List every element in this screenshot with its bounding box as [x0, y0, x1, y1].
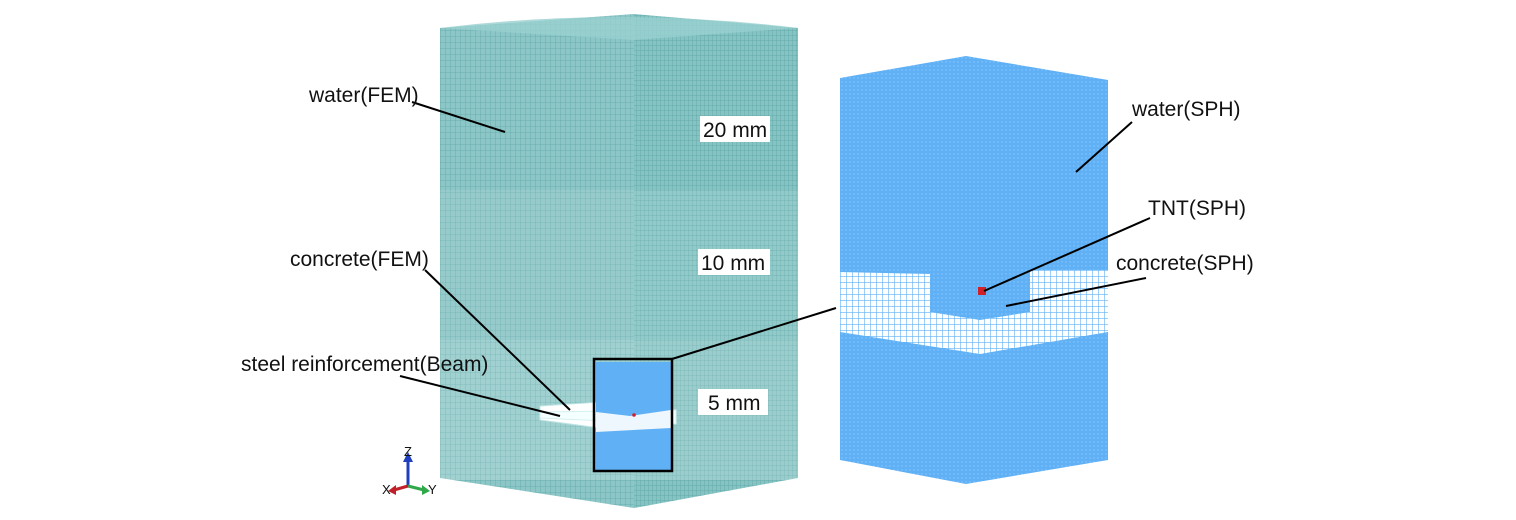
leader-tnt-sph	[983, 217, 1151, 292]
leader-steel-beam	[399, 375, 561, 417]
leader-water-fem	[411, 101, 506, 133]
axis-triad: Z X Y	[382, 444, 437, 497]
axis-z-arrow	[403, 452, 413, 462]
zoom-connector	[671, 307, 837, 360]
label-steel-beam: steel reinforcement(Beam)	[241, 353, 488, 376]
sph-concrete-layer	[840, 270, 1108, 354]
label-tnt-sph: TNT(SPH)	[1148, 197, 1246, 220]
size-box-bottom	[698, 389, 768, 415]
fem-tnt-marker	[632, 413, 636, 417]
fem-sph-inset-concrete	[596, 410, 671, 432]
leader-concrete-fem	[424, 269, 571, 411]
label-water-sph: water(SPH)	[1131, 98, 1241, 121]
axis-y-arrow	[422, 485, 430, 495]
mesh-size-bottom: 5 mm	[708, 392, 761, 415]
sph-water-body	[840, 56, 1108, 484]
mesh-size-top: 20 mm	[703, 119, 767, 142]
label-concrete-sph: concrete(SPH)	[1116, 252, 1254, 275]
axis-x-label: X	[382, 482, 391, 497]
leader-concrete-sph	[1005, 277, 1147, 307]
fem-water-left-face	[440, 14, 634, 508]
axis-x-line	[393, 484, 409, 492]
leader-water-sph	[1075, 121, 1133, 173]
axis-y-label: Y	[428, 482, 437, 497]
sph-model	[840, 56, 1108, 484]
axis-x-arrow	[388, 485, 396, 495]
size-box-top	[700, 116, 770, 142]
label-water-fem: water(FEM)	[308, 84, 419, 107]
axis-y-line	[407, 484, 425, 492]
size-box-middle	[698, 249, 770, 275]
sph-tnt-charge	[978, 287, 986, 295]
fem-water-top	[440, 17, 798, 40]
label-concrete-fem: concrete(FEM)	[290, 248, 429, 271]
mesh-size-middle: 10 mm	[701, 252, 765, 275]
axis-z-label: Z	[404, 444, 412, 459]
zoom-box	[592, 357, 674, 473]
